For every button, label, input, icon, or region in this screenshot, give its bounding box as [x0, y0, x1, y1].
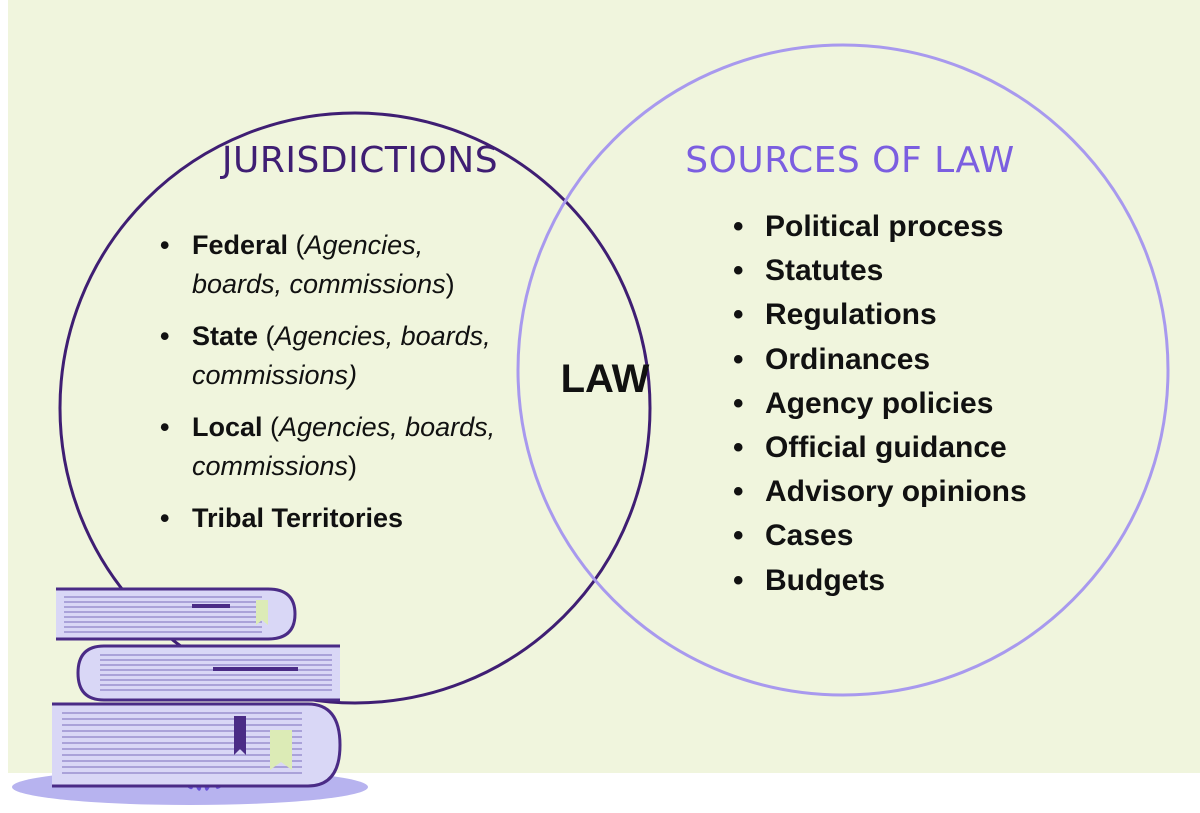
sources-of-law-heading: SOURCES OF LAW [685, 140, 1015, 181]
jurisdictions-list: Federal (Agencies, boards, commissions)S… [160, 226, 520, 551]
jurisdiction-name: State [192, 321, 259, 351]
jurisdiction-detail: Agencies, boards, commissions [192, 412, 496, 481]
sources-of-law-list: Political processStatutesRegulationsOrdi… [733, 205, 1133, 603]
source-of-law-item: Statutes [733, 249, 1133, 293]
source-of-law-item: Ordinances [733, 338, 1133, 382]
jurisdiction-name: Local [192, 412, 263, 442]
jurisdiction-item: State (Agencies, boards, commissions) [160, 317, 520, 395]
jurisdiction-paren-close: ) [445, 269, 455, 299]
jurisdictions-circle [58, 111, 652, 705]
jurisdiction-paren-open: ( [258, 321, 275, 351]
bookmark-light-bottom [270, 730, 292, 770]
jurisdiction-detail: Agencies, boards, commissions) [192, 321, 491, 390]
jurisdiction-name: Federal [192, 230, 289, 260]
jurisdiction-item: Local (Agencies, boards, commissions) [160, 408, 520, 486]
source-of-law-item: Advisory opinions [733, 470, 1133, 514]
jurisdiction-paren-close: ) [348, 451, 358, 481]
source-of-law-item: Political process [733, 205, 1133, 249]
middle-book [76, 644, 340, 702]
jurisdiction-name: Tribal Territories [192, 503, 404, 533]
jurisdiction-detail: Agencies, boards, commissions [192, 230, 446, 299]
bookmark-dark [234, 716, 246, 755]
jurisdiction-paren-open: ( [288, 230, 305, 260]
jurisdiction-item: Federal (Agencies, boards, commissions) [160, 226, 520, 304]
law-label: LAW [560, 357, 650, 401]
bookmark-light-top [256, 600, 268, 625]
jurisdictions-heading: JURISDICTIONS [221, 140, 499, 181]
source-of-law-item: Budgets [733, 559, 1133, 603]
jurisdiction-item: Tribal Territories [160, 499, 520, 538]
source-of-law-item: Cases [733, 514, 1133, 558]
book-stack-icon [12, 587, 368, 805]
source-of-law-item: Regulations [733, 293, 1133, 337]
source-of-law-item: Agency policies [733, 382, 1133, 426]
source-of-law-item: Official guidance [733, 426, 1133, 470]
jurisdiction-paren-open: ( [262, 412, 280, 442]
